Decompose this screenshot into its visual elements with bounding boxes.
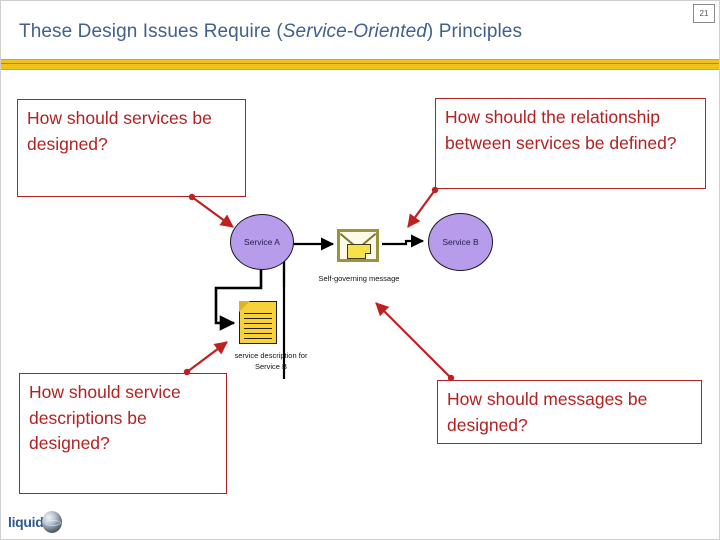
accent-band-highlight bbox=[1, 63, 719, 64]
pointer-messages-to-message bbox=[375, 302, 452, 379]
pointer-relationship-to-link bbox=[407, 189, 436, 228]
document-label: service description for Service B bbox=[234, 351, 308, 371]
service-a-node: Service A bbox=[230, 214, 294, 270]
envelope-icon bbox=[337, 229, 379, 262]
page-title-suffix: ) Principles bbox=[426, 21, 523, 42]
service-b-label: Service B bbox=[442, 237, 479, 247]
connector-message-to-service-b bbox=[382, 234, 425, 248]
logo: liquid bbox=[8, 510, 62, 534]
callout-message-design: How should messages be designed? bbox=[437, 380, 702, 444]
globe-icon bbox=[41, 511, 62, 533]
document-icon bbox=[239, 301, 277, 344]
pointer-services-to-service-a bbox=[191, 196, 234, 228]
page-title-italic: Service-Oriented bbox=[282, 21, 427, 42]
callout-services-design: How should services be designed? bbox=[17, 99, 246, 197]
accent-band bbox=[1, 59, 719, 70]
callout-service-descriptions: How should service descriptions be desig… bbox=[19, 373, 227, 494]
page-title: These Design Issues Require (Service-Ori… bbox=[19, 21, 679, 43]
document-lines bbox=[244, 313, 272, 343]
envelope-note bbox=[347, 244, 371, 259]
page-number: 21 bbox=[693, 4, 715, 23]
message-label: Self-governing message bbox=[318, 274, 400, 283]
logo-text: liquid bbox=[8, 514, 44, 530]
callout-relationship-definition: How should the relationship between serv… bbox=[435, 98, 706, 189]
service-a-label: Service A bbox=[244, 237, 280, 247]
document-fold bbox=[239, 301, 250, 312]
service-b-node: Service B bbox=[428, 213, 493, 271]
page-title-prefix: These Design Issues Require ( bbox=[19, 21, 283, 42]
